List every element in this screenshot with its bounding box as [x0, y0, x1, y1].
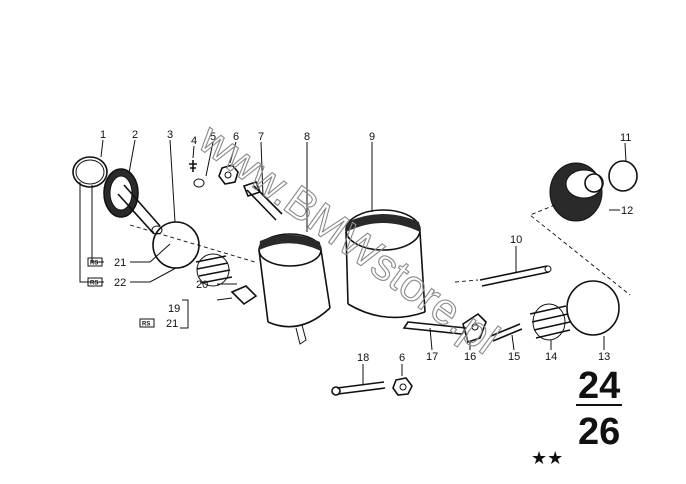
- part-13-ring: [566, 280, 620, 336]
- part-11-ring: [608, 160, 638, 192]
- callout-12: 12: [621, 205, 633, 217]
- callout-16: 16: [464, 351, 476, 363]
- page-number-top: 24: [578, 365, 620, 407]
- callout-21b: 21: [166, 318, 178, 330]
- part-10-pin: [479, 265, 552, 287]
- callout-22: 22: [114, 277, 126, 289]
- svg-text:RS: RS: [142, 322, 150, 328]
- assembly-line-left: [129, 224, 256, 263]
- callout-15: 15: [508, 351, 520, 363]
- callout-2: 2: [132, 129, 138, 141]
- rs-box-2: RS: [87, 277, 103, 287]
- stars-mark: ★★: [531, 448, 563, 469]
- callout-7: 7: [258, 131, 264, 143]
- part-9-brake-band: [345, 209, 426, 319]
- assembly-line-pin: [454, 279, 479, 283]
- part-6-nut: [218, 164, 239, 185]
- callout-9: 9: [369, 131, 375, 143]
- part-20-spring: [195, 253, 233, 287]
- callout-4: 4: [191, 135, 197, 147]
- callout-17: 17: [426, 351, 438, 363]
- watermark: www.BMWstore.pl: [189, 114, 507, 364]
- callout-6b: 6: [399, 352, 405, 364]
- part-6b-nut: [392, 377, 413, 396]
- part-19-plate: [230, 285, 258, 306]
- svg-text:RS: RS: [90, 261, 98, 267]
- callout-21a: 21: [114, 257, 126, 269]
- svg-text:RS: RS: [90, 281, 98, 287]
- part-15-pin: [490, 323, 523, 342]
- callout-3: 3: [167, 129, 173, 141]
- part-12-cover: [549, 162, 604, 222]
- part-17-strut: [402, 321, 468, 335]
- assembly-line-right: [529, 204, 631, 296]
- callout-20: 20: [196, 279, 208, 291]
- callout-5: 5: [210, 131, 216, 143]
- part-18-pin: [331, 381, 386, 396]
- callout-11: 11: [620, 132, 631, 144]
- callout-14: 14: [545, 351, 557, 363]
- part-1-o-ring: [72, 156, 108, 188]
- callout-18: 18: [357, 352, 369, 364]
- part-8-brake-band: [258, 233, 331, 345]
- leader-lines: [79, 139, 627, 385]
- part-2-piston: [103, 168, 163, 235]
- part-14-spring: [529, 303, 571, 341]
- callout-1: 1: [100, 129, 106, 141]
- callout-10: 10: [510, 234, 522, 246]
- part-4-valve: [189, 160, 205, 188]
- page-number-bottom: 26: [578, 411, 620, 453]
- rs-box-1: RS: [87, 257, 103, 267]
- part-7-screw: [242, 181, 283, 221]
- part-16-lever: [462, 312, 487, 344]
- callout-19: 19: [168, 303, 180, 315]
- callout-13: 13: [598, 351, 610, 363]
- callout-6: 6: [233, 131, 239, 143]
- rs-box-3: RS: [139, 318, 155, 328]
- callout-8: 8: [304, 131, 310, 143]
- part-3-seal-ring: [152, 221, 200, 269]
